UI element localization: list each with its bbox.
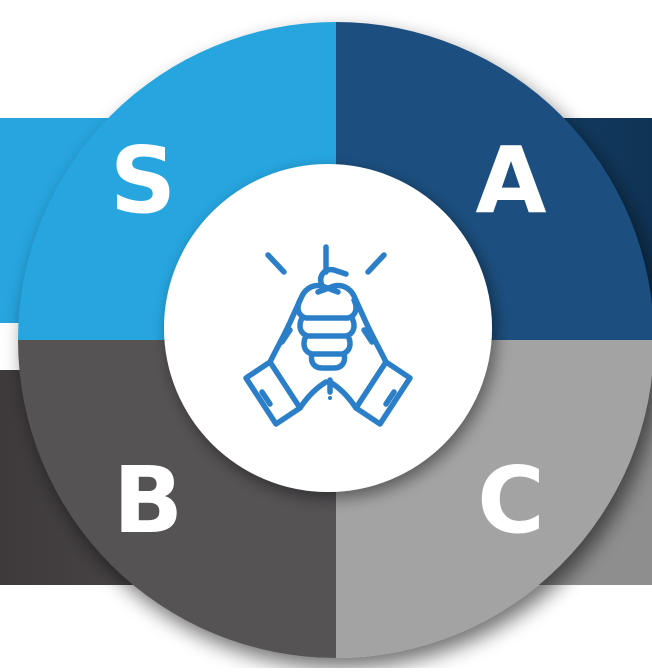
letter-a: A [475,127,546,234]
letter-c: C [477,447,545,554]
letter-s: S [110,127,176,234]
handshake-icon [243,244,413,427]
center-circle [164,164,492,492]
letter-b: B [113,447,183,554]
